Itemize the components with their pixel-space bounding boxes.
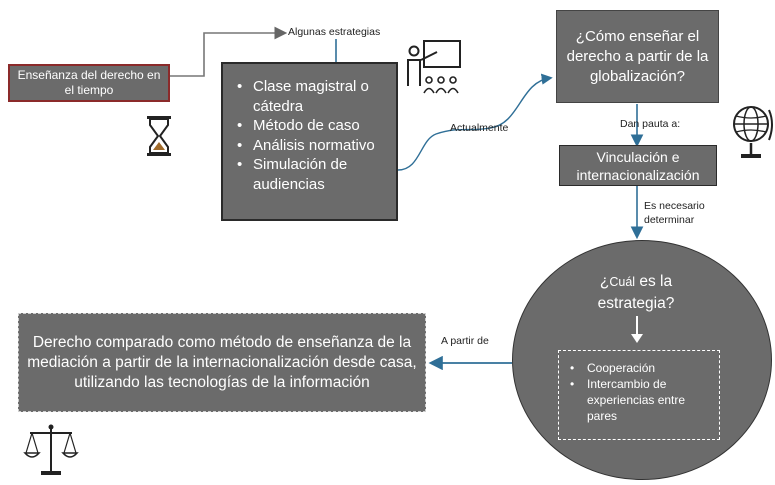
- history-box: Enseñanza del derecho en el tiempo: [8, 64, 170, 102]
- result-text: Derecho comparado como método de enseñan…: [27, 333, 417, 391]
- strategies-label: Algunas estrategias: [288, 26, 381, 38]
- hourglass-icon: [147, 116, 171, 156]
- scales-icon: [23, 424, 79, 475]
- linkage-text: Vinculación e internacionalización: [576, 148, 700, 183]
- strategy-item: Clase magistral o cátedra: [233, 77, 388, 116]
- history-label: Enseñanza del derecho en el tiempo: [17, 68, 161, 97]
- linkage-box: Vinculación e internacionalización: [559, 145, 717, 186]
- teacher-icon: [407, 40, 461, 94]
- strategy-item: Análisis normativo: [233, 136, 388, 156]
- necessary-label: Es necesario determinar: [644, 200, 705, 226]
- circle-item: Intercambio de experiencias entre pares: [565, 376, 713, 424]
- strategies-box: Clase magistral o cátedra Método de caso…: [221, 62, 398, 221]
- connector-history-strategies: [170, 26, 288, 77]
- from-label: A partir de: [441, 335, 489, 347]
- circle-items-box: Cooperación Intercambio de experiencias …: [558, 350, 720, 440]
- circle-down-arrow: [631, 316, 643, 343]
- question-text: ¿Cómo enseñar el derecho a partir de la …: [566, 27, 709, 85]
- question-box: ¿Cómo enseñar el derecho a partir de la …: [556, 10, 719, 103]
- strategies-list: Clase magistral o cátedra Método de caso…: [233, 77, 388, 194]
- currently-label: Actualmente: [450, 122, 509, 134]
- guides-label: Dan pauta a:: [620, 118, 681, 130]
- circle-items-list: Cooperación Intercambio de experiencias …: [565, 360, 713, 424]
- circle-item: Cooperación: [565, 360, 713, 376]
- result-box: Derecho comparado como método de enseñan…: [18, 313, 426, 412]
- strategy-item: Método de caso: [233, 116, 388, 136]
- circle-title: ¿Cuál es la estrategia?: [597, 273, 675, 312]
- strategy-item: Simulación de audiencias: [233, 155, 388, 194]
- globe-icon: [733, 106, 773, 158]
- connector-strategies-question: [397, 73, 553, 171]
